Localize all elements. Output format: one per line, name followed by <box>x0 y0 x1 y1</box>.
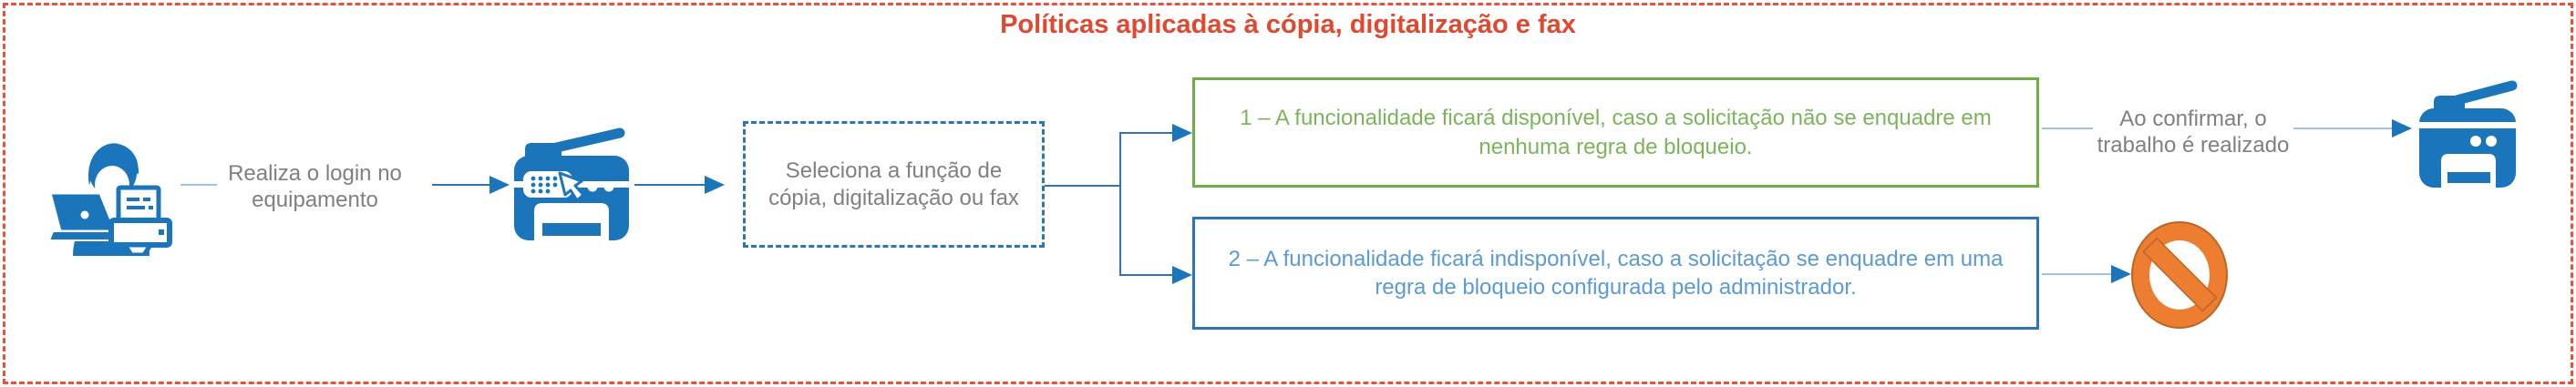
fork-top-line <box>1119 132 1174 134</box>
user-login-printer-icon <box>47 133 175 256</box>
arrow-to-printer <box>2392 119 2412 137</box>
select-function-box: Seleciona a função de cópia, digitalizaç… <box>743 121 1045 248</box>
outcome-blocked-label: 2 – A funcionalidade ficará indisponível… <box>1228 246 2004 300</box>
diagram-title: Políticas aplicadas à cópia, digitalizaç… <box>1000 10 1576 39</box>
connector-to-device-line <box>432 184 490 186</box>
arrow-to-available <box>1172 124 1192 142</box>
outcome-available-box: 1 – A funcionalidade ficará disponível, … <box>1192 77 2039 188</box>
connector-confirm-label <box>2042 127 2093 129</box>
outcome-available-label: 1 – A funcionalidade ficará disponível, … <box>1240 106 1992 159</box>
connector-to-select-line <box>634 184 706 186</box>
connector-to-printer-line <box>2293 127 2394 129</box>
select-function-label: Seleciona a função de cópia, digitalizaç… <box>768 158 1019 210</box>
arrow-to-blocked-sign <box>2111 265 2131 283</box>
connector-login-label <box>180 184 217 186</box>
arrow-to-select <box>705 176 725 194</box>
fork-bottom-line <box>1119 274 1174 276</box>
outcome-blocked-box: 2 – A funcionalidade ficará indisponível… <box>1192 217 2039 330</box>
arrow-to-blocked <box>1172 266 1192 284</box>
connector-to-blocked-line <box>2042 273 2115 275</box>
blocked-icon <box>2130 219 2229 331</box>
login-step-label: Realiza o login no equipamento <box>228 161 402 213</box>
confirm-step-label: Ao confirmar, o trabalho é realizado <box>2097 107 2290 158</box>
mfp-device-icon <box>512 127 631 240</box>
fork-stem-line <box>1045 185 1121 187</box>
printer-output-icon <box>2417 78 2519 189</box>
fork-vertical-line <box>1119 133 1121 276</box>
arrow-to-device <box>489 176 510 194</box>
